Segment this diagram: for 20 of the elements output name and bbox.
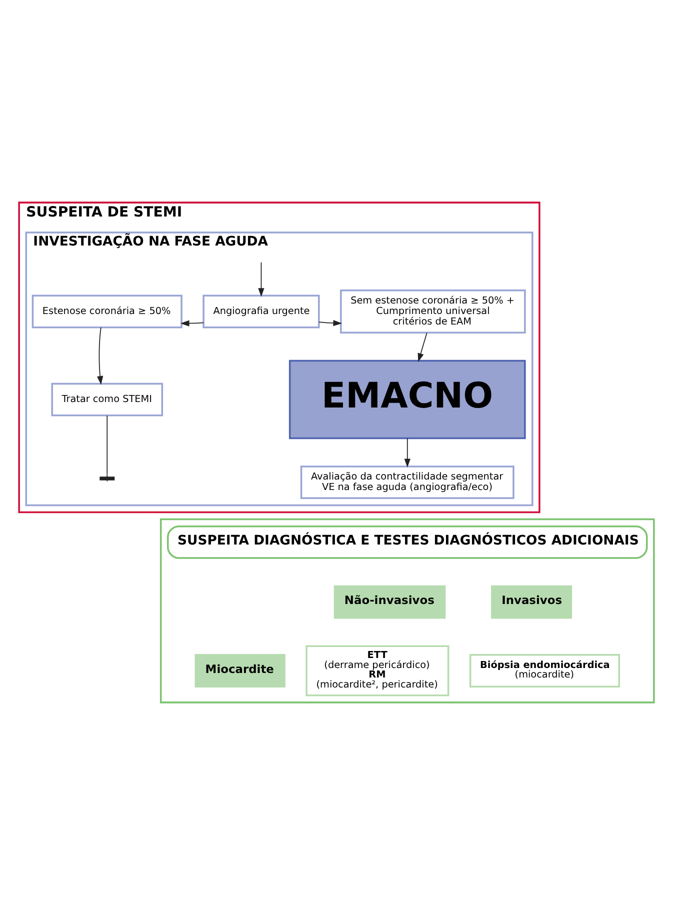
connector xyxy=(106,415,108,482)
arrow xyxy=(418,332,428,362)
node-box: Não-invasivos xyxy=(334,585,446,619)
node-box: Miocardite xyxy=(194,654,286,688)
arrow xyxy=(318,320,342,326)
node-box: Estenose coronária ≥ 50% xyxy=(32,294,182,328)
node-box: Biópsia endomiocárdica (miocardite) xyxy=(469,654,620,688)
node-box: Invasivos xyxy=(491,585,572,619)
arrow xyxy=(180,320,204,326)
arrow xyxy=(404,438,410,468)
node-box: EMACNO xyxy=(288,360,526,440)
arrow xyxy=(258,262,264,297)
node-box: SUSPEITA DIAGNÓSTICA E TESTES DIAGNÓSTICOS ADICIONAIS xyxy=(167,525,648,559)
node-box: Avaliação da contractilidade segmentar VE na fase aguda (angiografia/eco) xyxy=(300,466,514,500)
arrow xyxy=(97,326,104,385)
node-box: Tratar como STEMI xyxy=(51,382,164,416)
cluster xyxy=(160,518,655,704)
node-box: Sem estenose coronária ≥ 50% + Cumprimento universal critérios de EAM xyxy=(340,290,526,334)
node-box: Angiografia urgente xyxy=(202,294,320,328)
node-box: ETT (derrame pericárdico) RM (miocardite², pericardite) xyxy=(306,645,450,696)
